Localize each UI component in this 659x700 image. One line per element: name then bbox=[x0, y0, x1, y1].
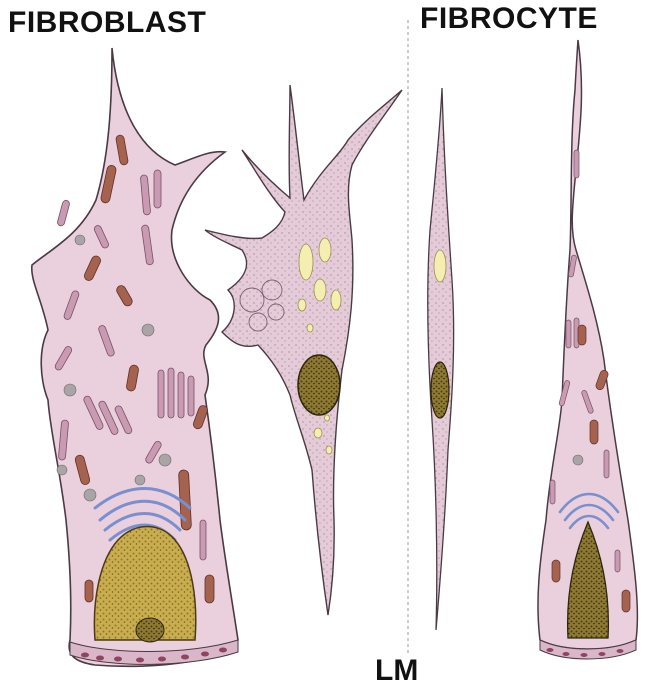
large-fibroblast-cell-drawing bbox=[32, 48, 238, 666]
spindle-fibrocyte-lm-drawing bbox=[428, 88, 454, 630]
fibrocyte-em-cell-drawing bbox=[538, 40, 637, 659]
stellate-fibroblast-lm-drawing bbox=[205, 85, 402, 615]
